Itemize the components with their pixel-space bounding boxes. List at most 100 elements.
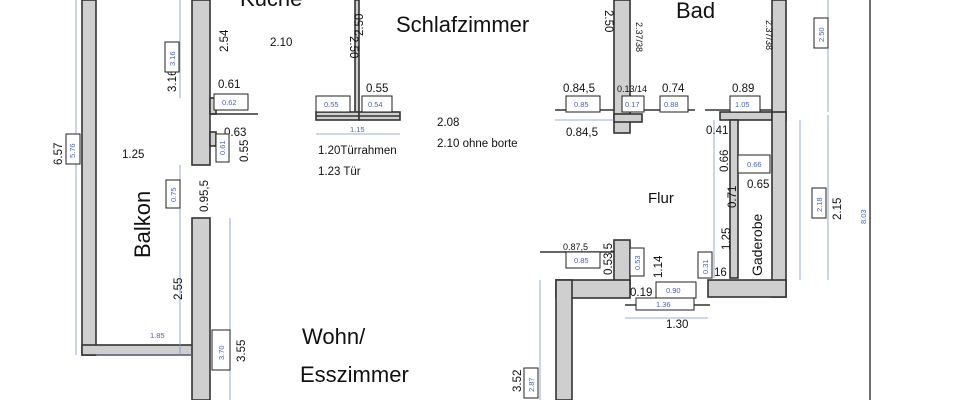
svg-text:1.36: 1.36 xyxy=(656,300,671,309)
kitchen-balcony-wall-lower xyxy=(191,217,211,400)
box-062: 0.62 xyxy=(213,93,249,111)
measure-071: 0.71 xyxy=(727,186,739,208)
box-017: 0.17 xyxy=(621,95,645,113)
box-803: 8.03 xyxy=(859,209,868,224)
box-031: 0.31 xyxy=(697,251,713,279)
measure-250-b: 2.50 xyxy=(354,14,366,36)
measure-041: 0.41 xyxy=(706,125,728,137)
bath-right-wall xyxy=(771,0,787,121)
hall-bottom-right xyxy=(707,279,787,298)
svg-text:0.88: 0.88 xyxy=(664,100,679,109)
balcony-outer-wall xyxy=(81,0,97,356)
box-061: 0.61 xyxy=(215,133,230,163)
svg-text:3.70: 3.70 xyxy=(217,345,226,360)
measure-019: 0.19 xyxy=(630,287,652,299)
box-075: 0.75 xyxy=(165,179,181,209)
hall-right-wall xyxy=(771,111,787,298)
box-218: 2.18 xyxy=(811,187,827,219)
box-370: 3.70 xyxy=(211,329,231,371)
svg-text:0.54: 0.54 xyxy=(368,100,383,109)
boxed-values: 5.76 3.16 0.62 0.61 0.75 0.55 0.54 1.15 … xyxy=(65,17,868,399)
measure-089: 0.89 xyxy=(732,83,754,95)
room-label-hall: Flur xyxy=(648,190,674,207)
svg-text:0.90: 0.90 xyxy=(666,286,681,295)
measure-657: 6.57 xyxy=(53,143,65,165)
bath-left-wall xyxy=(613,0,631,134)
box-105: 1.05 xyxy=(729,95,761,113)
measure-066: 0.66 xyxy=(719,150,731,172)
measure-125-right: 1.25 xyxy=(721,228,733,250)
box-053: 0.53 xyxy=(629,247,645,277)
box-054: 0.54 xyxy=(361,95,393,113)
measure-254: 2.54 xyxy=(219,29,231,52)
svg-text:3.16: 3.16 xyxy=(168,51,177,66)
box-085-b: 0.85 xyxy=(565,251,601,269)
box-066: 0.66 xyxy=(737,154,771,174)
bath-left-foot xyxy=(613,113,643,123)
walls xyxy=(81,0,787,400)
box-250: 2.50 xyxy=(813,17,829,49)
note-210-borte: 2.10 ohne borte xyxy=(437,138,518,150)
note-120-rahmen: 1.20Türrahmen xyxy=(318,145,397,157)
measure-114: 1.14 xyxy=(653,255,665,278)
svg-text:1.85: 1.85 xyxy=(150,331,165,340)
room-label-living-1: Wohn/ xyxy=(302,324,366,349)
room-label-bath: Bad xyxy=(676,0,715,23)
measure-130: 1.30 xyxy=(666,319,688,331)
measure-355: 3.55 xyxy=(236,340,248,362)
measure-23738-a: 2.37/38 xyxy=(634,22,644,52)
box-090: 0.90 xyxy=(655,281,697,299)
box-088: 0.88 xyxy=(659,95,689,113)
svg-text:0.17: 0.17 xyxy=(625,100,640,109)
measure-063: 0.63 xyxy=(224,127,246,139)
wardrobe-wall xyxy=(729,119,739,279)
measure-01314: 0.13/14 xyxy=(617,84,647,94)
measure-0875: 0.87,5 xyxy=(563,242,588,252)
dimension-lines xyxy=(75,0,829,400)
measure-0535: 0.53,5 xyxy=(603,243,615,275)
measure-065: 0.65 xyxy=(747,179,769,191)
note-208: 2.08 xyxy=(437,117,459,129)
box-576: 5.76 xyxy=(65,133,81,165)
room-label-kitchen: Küche xyxy=(240,0,302,11)
svg-text:8.03: 8.03 xyxy=(859,209,868,224)
measure-16: 16 xyxy=(714,267,727,279)
measure-250-a: 2.50 xyxy=(347,36,359,58)
measure-250-c: 2.50 xyxy=(602,10,614,32)
room-labels: Küche Schlafzimmer Bad Flur Wohn/ Esszim… xyxy=(130,0,765,387)
notes: 2.08 2.10 ohne borte 1.20Türrahmen 1.23 … xyxy=(318,117,518,178)
svg-text:5.76: 5.76 xyxy=(68,143,77,158)
measure-125-left: 1.25 xyxy=(122,149,144,161)
box-136: 1.36 xyxy=(635,297,695,311)
svg-text:2.87: 2.87 xyxy=(527,377,536,392)
svg-text:0.66: 0.66 xyxy=(747,160,762,169)
measurements: 6.57 1.25 3.16 2.54 2.10 2.50 2.50 2.50 … xyxy=(53,10,844,392)
room-label-balcony: Balkon xyxy=(130,191,155,258)
svg-text:0.55: 0.55 xyxy=(324,100,339,109)
svg-text:1.15: 1.15 xyxy=(350,125,365,134)
room-label-bedroom: Schlafzimmer xyxy=(396,12,529,37)
measure-055: 0.55 xyxy=(366,83,388,95)
measure-074: 0.74 xyxy=(662,83,685,95)
kitchen-stub-lower xyxy=(209,131,217,147)
measure-215: 2.15 xyxy=(832,198,844,220)
measure-055-vert: 0.55 xyxy=(239,140,251,162)
svg-text:2.18: 2.18 xyxy=(815,197,824,212)
svg-text:0.75: 0.75 xyxy=(169,187,178,202)
svg-text:0.53: 0.53 xyxy=(633,255,642,270)
svg-text:0.85: 0.85 xyxy=(574,256,589,265)
measure-23738-b: 2.37/38 xyxy=(764,20,774,50)
svg-text:2.50: 2.50 xyxy=(817,27,826,42)
svg-text:0.85: 0.85 xyxy=(574,100,589,109)
measure-255: 2.55 xyxy=(173,278,185,300)
svg-text:1.05: 1.05 xyxy=(735,100,750,109)
box-316: 3.16 xyxy=(164,41,180,73)
measure-0845-a: 0.84,5 xyxy=(563,83,595,95)
box-085-a: 0.85 xyxy=(565,95,601,113)
living-right-wall xyxy=(555,279,573,400)
svg-text:0.62: 0.62 xyxy=(222,98,237,107)
kitchen-balcony-wall-upper xyxy=(191,0,211,166)
box-287: 2.87 xyxy=(523,367,539,399)
measure-316: 3.16 xyxy=(167,70,179,92)
